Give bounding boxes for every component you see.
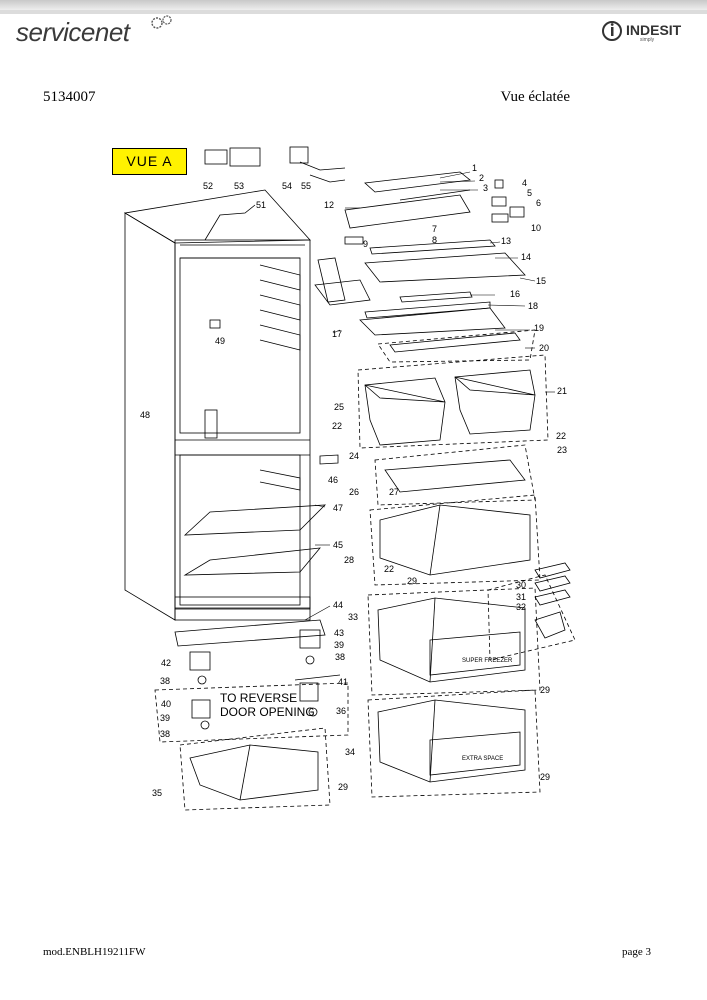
part-number-53: 53	[234, 181, 244, 191]
part-number-24: 24	[349, 451, 359, 461]
document-reference: 5134007	[43, 89, 96, 105]
part-number-41: 41	[338, 677, 348, 687]
part-number-23: 23	[557, 445, 567, 455]
part-number-7: 7	[432, 224, 437, 234]
part-number-2: 2	[479, 173, 484, 183]
part-number-44: 44	[333, 600, 343, 610]
part-number-8: 8	[432, 235, 437, 245]
view-label-badge: VUE A	[112, 148, 187, 175]
part-number-28: 28	[344, 555, 354, 565]
footer-page: page 3	[621, 946, 651, 958]
part-number-54: 54	[282, 181, 292, 191]
part-number-17: 17	[332, 329, 342, 339]
part-number-34: 34	[345, 747, 355, 757]
door-basket-parts	[487, 562, 576, 661]
drawer-label-super-freezer: SUPER FREEZER	[462, 658, 513, 664]
part-number-46: 46	[328, 475, 338, 485]
part-number-29: 29	[540, 685, 550, 695]
part-number-32: 32	[516, 602, 526, 612]
part-number-22: 22	[556, 431, 566, 441]
part-number-3: 3	[483, 183, 488, 193]
indesit-logo-text: INDESIT	[626, 22, 682, 38]
part-number-42: 42	[161, 658, 171, 668]
part-number-36: 36	[336, 706, 346, 716]
top-banner	[0, 0, 707, 10]
part-number-19: 19	[534, 323, 544, 333]
part-number-45: 45	[333, 540, 343, 550]
freezer-drawer-1	[369, 494, 541, 586]
footer-model: mod.ENBLH19211FW	[43, 946, 146, 958]
part-number-33: 33	[348, 612, 358, 622]
part-number-51: 51	[256, 200, 266, 210]
part-number-38: 38	[160, 676, 170, 686]
part-number-16: 16	[510, 289, 520, 299]
part-number-10: 10	[531, 223, 541, 233]
cabinet-body	[123, 189, 311, 621]
part-number-55: 55	[301, 181, 311, 191]
indesit-tagline: simply	[640, 37, 655, 43]
reverse-note-line1: TO REVERSE	[220, 691, 297, 705]
part-number-13: 13	[501, 236, 511, 246]
cabinet-shelves	[183, 504, 327, 576]
drawer-label-extra-space: EXTRA SPACE	[462, 756, 503, 762]
servicenet-logo-text: servicenet	[16, 17, 130, 47]
top-banner-shadow	[0, 10, 707, 14]
freezer-drawer-2	[367, 587, 541, 696]
fridge-glass-shelves	[314, 239, 536, 363]
part-number-43: 43	[334, 628, 344, 638]
part-number-12: 12	[324, 200, 334, 210]
part-number-47: 47	[333, 503, 343, 513]
part-number-29: 29	[338, 782, 348, 792]
part-number-4: 4	[522, 178, 527, 188]
part-number-22: 22	[332, 421, 342, 431]
part-number-52: 52	[203, 181, 213, 191]
part-number-35: 35	[152, 788, 162, 798]
part-number-39: 39	[334, 640, 344, 650]
part-number-38: 38	[160, 729, 170, 739]
reverse-note-line2: DOOR OPENING	[220, 705, 315, 719]
part-number-40: 40	[161, 699, 171, 709]
part-number-25: 25	[334, 402, 344, 412]
part-number-27: 27	[389, 487, 399, 497]
part-number-38: 38	[335, 652, 345, 662]
part-number-49: 49	[215, 336, 225, 346]
control-panel-parts	[204, 146, 525, 245]
crisper-drawers	[319, 354, 549, 465]
part-number-9: 9	[363, 239, 368, 249]
part-number-31: 31	[516, 592, 526, 602]
part-number-48: 48	[140, 410, 150, 420]
part-number-18: 18	[528, 301, 538, 311]
part-number-30: 30	[516, 580, 526, 590]
part-number-15: 15	[536, 276, 546, 286]
part-number-5: 5	[527, 188, 532, 198]
part-number-14: 14	[521, 252, 531, 262]
hinge-parts	[154, 619, 349, 743]
view-title: Vue éclatée	[500, 89, 570, 105]
part-number-39: 39	[160, 713, 170, 723]
gears-icon	[151, 15, 172, 29]
part-number-29: 29	[540, 772, 550, 782]
bottom-drawer	[179, 727, 331, 811]
part-number-6: 6	[536, 198, 541, 208]
part-number-26: 26	[349, 487, 359, 497]
part-number-29: 29	[407, 576, 417, 586]
leader-lines	[304, 171, 555, 621]
part-number-22: 22	[384, 564, 394, 574]
part-number-20: 20	[539, 343, 549, 353]
freezer-drawer-3	[367, 689, 541, 798]
part-number-21: 21	[557, 386, 567, 396]
servicenet-logo: servicenet	[16, 17, 130, 48]
part-number-1: 1	[472, 163, 477, 173]
indesit-logo-icon	[602, 21, 622, 41]
